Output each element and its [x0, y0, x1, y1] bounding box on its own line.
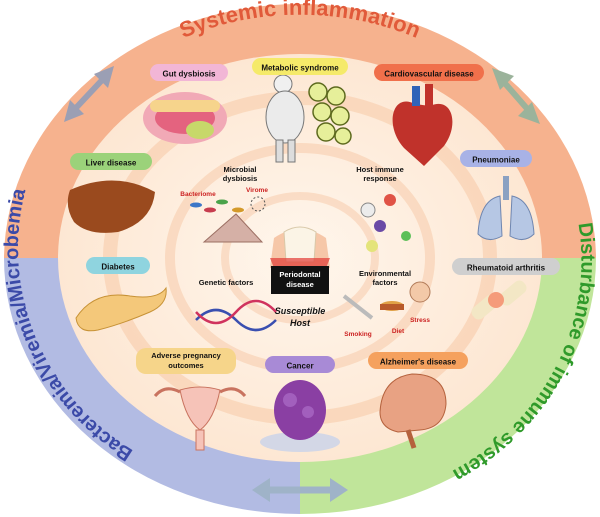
lungs-illustration	[477, 176, 535, 240]
svg-text:Periodontal: Periodontal	[279, 270, 320, 279]
svg-text:Host: Host	[290, 318, 311, 328]
svg-text:dysbiosis: dysbiosis	[223, 174, 258, 183]
metabolic-figure-illustration	[265, 74, 352, 163]
svg-text:Environmental: Environmental	[359, 269, 411, 278]
disease-label-pneumoniae: Pneumoniae	[460, 150, 532, 167]
bidirectional-arrows	[64, 66, 540, 502]
joint-illustration	[471, 280, 527, 320]
environmental-factors-label: Environmental factors	[359, 269, 411, 287]
pregnancy-label-line2: outcomes	[168, 361, 203, 370]
host-immune-response-label: Host immune response	[356, 165, 404, 183]
svg-text:Gut dysbiosis: Gut dysbiosis	[163, 70, 216, 79]
disease-label-adverse-pregnancy-outcomes: Adverse pregnancy outcomes	[136, 348, 236, 374]
svg-text:Rheumatoid arthritis: Rheumatoid arthritis	[467, 264, 546, 273]
brain-illustration	[379, 373, 447, 449]
arrow-top-right-icon	[492, 68, 540, 124]
pancreas-illustration	[75, 286, 167, 332]
ring-top-left-segment	[4, 4, 300, 258]
svg-text:disease: disease	[286, 280, 314, 289]
svg-text:Microbial: Microbial	[224, 165, 257, 174]
svg-text:Alzheimer's disease: Alzheimer's disease	[380, 358, 457, 367]
diet-label: Diet	[392, 328, 405, 335]
disease-label-cancer: Cancer	[265, 356, 335, 373]
arrow-bottom-icon	[252, 478, 348, 502]
susceptible-host-caption: Susceptible Host	[275, 306, 326, 328]
bacteriome-label: Bacteriome	[180, 191, 216, 198]
microbial-dysbiosis-label: Microbial dysbiosis	[223, 165, 258, 183]
ring-top-right-segment	[300, 3, 596, 258]
svg-text:Pneumoniae: Pneumoniae	[472, 156, 520, 165]
smoking-label: Smoking	[344, 331, 371, 338]
tumor-illustration	[260, 380, 340, 452]
disease-label-gut-dysbiosis: Gut dysbiosis	[150, 64, 228, 81]
dna-illustration	[195, 299, 277, 332]
arrow-top-left-icon	[64, 66, 114, 122]
disease-label-metabolic-syndrome: Metabolic syndrome	[252, 58, 348, 75]
svg-text:response: response	[363, 174, 396, 183]
svg-text:Cancer: Cancer	[286, 362, 313, 371]
svg-text:Metabolic syndrome: Metabolic syndrome	[261, 64, 339, 73]
gut-illustration	[143, 92, 227, 144]
disease-label-rheumatoid-arthritis: Rheumatoid arthritis	[452, 258, 560, 275]
immune-cells-illustration	[360, 194, 411, 252]
disease-label-alzheimers-disease: Alzheimer's disease	[368, 352, 468, 369]
tooth-illustration	[270, 226, 330, 278]
svg-text:Host immune: Host immune	[356, 165, 404, 174]
microbes-illustration	[190, 196, 266, 243]
svg-text:factors: factors	[372, 278, 397, 287]
svg-text:Susceptible: Susceptible	[275, 306, 326, 316]
pregnancy-label-line1: Adverse pregnancy	[151, 351, 221, 360]
svg-text:Diabetes: Diabetes	[101, 263, 135, 272]
environment-illustration	[342, 281, 431, 320]
stress-label: Stress	[410, 317, 430, 324]
svg-text:Liver disease: Liver disease	[86, 159, 137, 168]
liver-illustration	[67, 180, 155, 233]
periodontal-disease-badge: Periodontal disease	[271, 266, 329, 294]
disease-label-cardiovascular-disease: Cardiovascular disease	[374, 64, 484, 81]
uterus-illustration	[153, 386, 247, 451]
virome-label: Virome	[246, 187, 268, 194]
disease-label-liver-disease: Liver disease	[70, 153, 152, 170]
heart-illustration	[392, 84, 453, 166]
svg-text:Cardiovascular disease: Cardiovascular disease	[384, 70, 474, 79]
genetic-factors-label: Genetic factors	[199, 278, 254, 287]
disease-label-diabetes: Diabetes	[86, 257, 150, 274]
